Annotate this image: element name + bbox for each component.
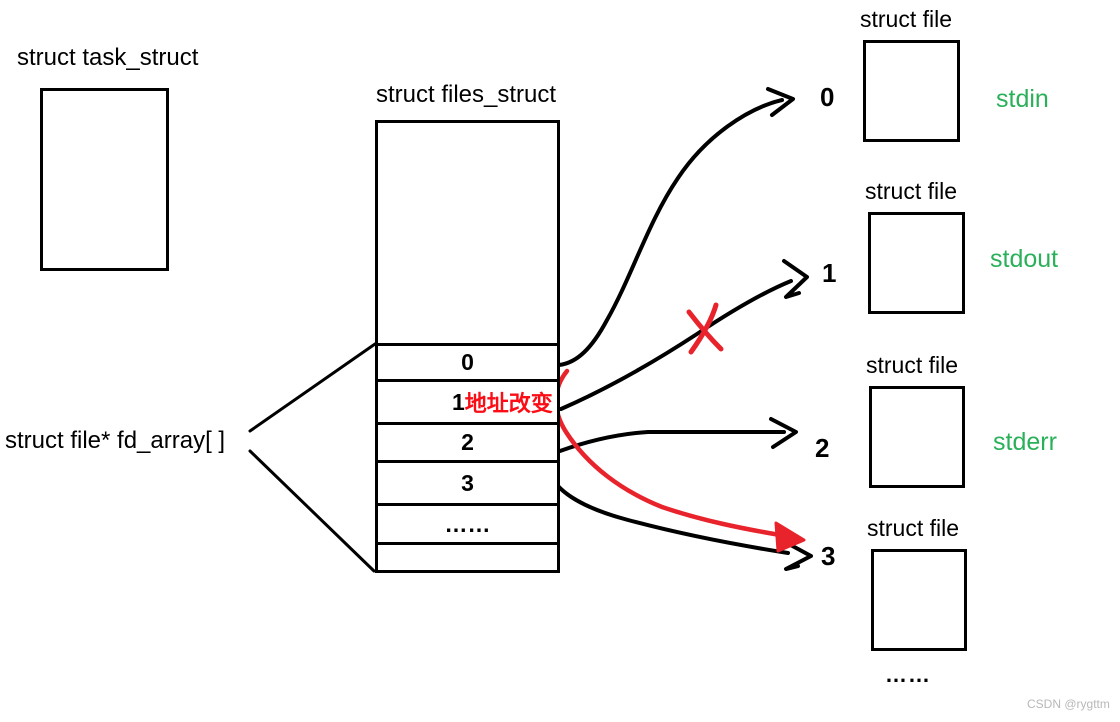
stdout-label: stdout	[990, 245, 1059, 273]
arrowhead-fd3-icon	[784, 541, 813, 571]
red-cross-stroke-1	[686, 309, 724, 352]
file0-fd-number: 0	[820, 82, 835, 112]
red-cross-stroke-2	[688, 302, 719, 355]
fd-table-row-2-label: 2	[461, 429, 474, 455]
fd-table-row-2: 2	[378, 422, 557, 460]
fd-table-row-0: 0	[378, 343, 557, 379]
stdin-label: stdin	[996, 85, 1049, 113]
fd-table-row-3: 3	[378, 460, 557, 503]
arrow-fd1-to-file1	[559, 279, 793, 411]
fd-table-row-0-label: 0	[461, 349, 474, 375]
fd-table-row-empty	[378, 542, 557, 567]
file1-box	[868, 212, 965, 314]
fd-table-row-1-label: 1	[452, 388, 465, 415]
file2-title: struct file	[866, 352, 959, 378]
task-struct-box	[40, 88, 169, 271]
file0-title: struct file	[860, 6, 953, 32]
red-arrowhead-icon	[774, 521, 806, 553]
file3-title: struct file	[867, 515, 960, 541]
file3-fd-number: 3	[821, 541, 836, 571]
more-files-ellipsis: ……	[885, 662, 931, 687]
task-struct-label: struct task_struct	[17, 44, 199, 71]
fd-table-row-ellipsis: ……	[378, 503, 557, 542]
file2-fd-number: 2	[815, 433, 830, 463]
arrowhead-fd2-icon	[769, 417, 798, 449]
stderr-label: stderr	[993, 428, 1057, 456]
arrowhead-fd1-icon	[782, 259, 809, 299]
fd-array-label: struct file* fd_array[ ]	[5, 427, 226, 454]
file2-box	[869, 386, 965, 488]
file1-fd-number: 1	[822, 258, 837, 288]
watermark: CSDN @rygttm	[1027, 697, 1110, 711]
arrow-fd3-to-file3	[556, 484, 790, 555]
file0-box	[863, 40, 960, 142]
arrow-fd0-to-file0	[557, 98, 784, 367]
red-arrow-fd1-to-file3	[553, 368, 783, 538]
file1-title: struct file	[865, 178, 958, 204]
fd-table-row-ellipsis-label: ……	[444, 510, 491, 537]
arrow-fd2-to-file2	[558, 430, 786, 453]
file3-box	[871, 549, 967, 651]
fd-array-pointer-line-top	[248, 342, 377, 433]
fd-array-pointer-line-bottom	[248, 449, 376, 573]
arrowhead-fd0-icon	[766, 87, 795, 117]
fd-table-row-1-note: 地址改变	[464, 391, 553, 416]
files-struct-label: struct files_struct	[376, 81, 557, 108]
fd-table-row-3-label: 3	[461, 469, 474, 496]
